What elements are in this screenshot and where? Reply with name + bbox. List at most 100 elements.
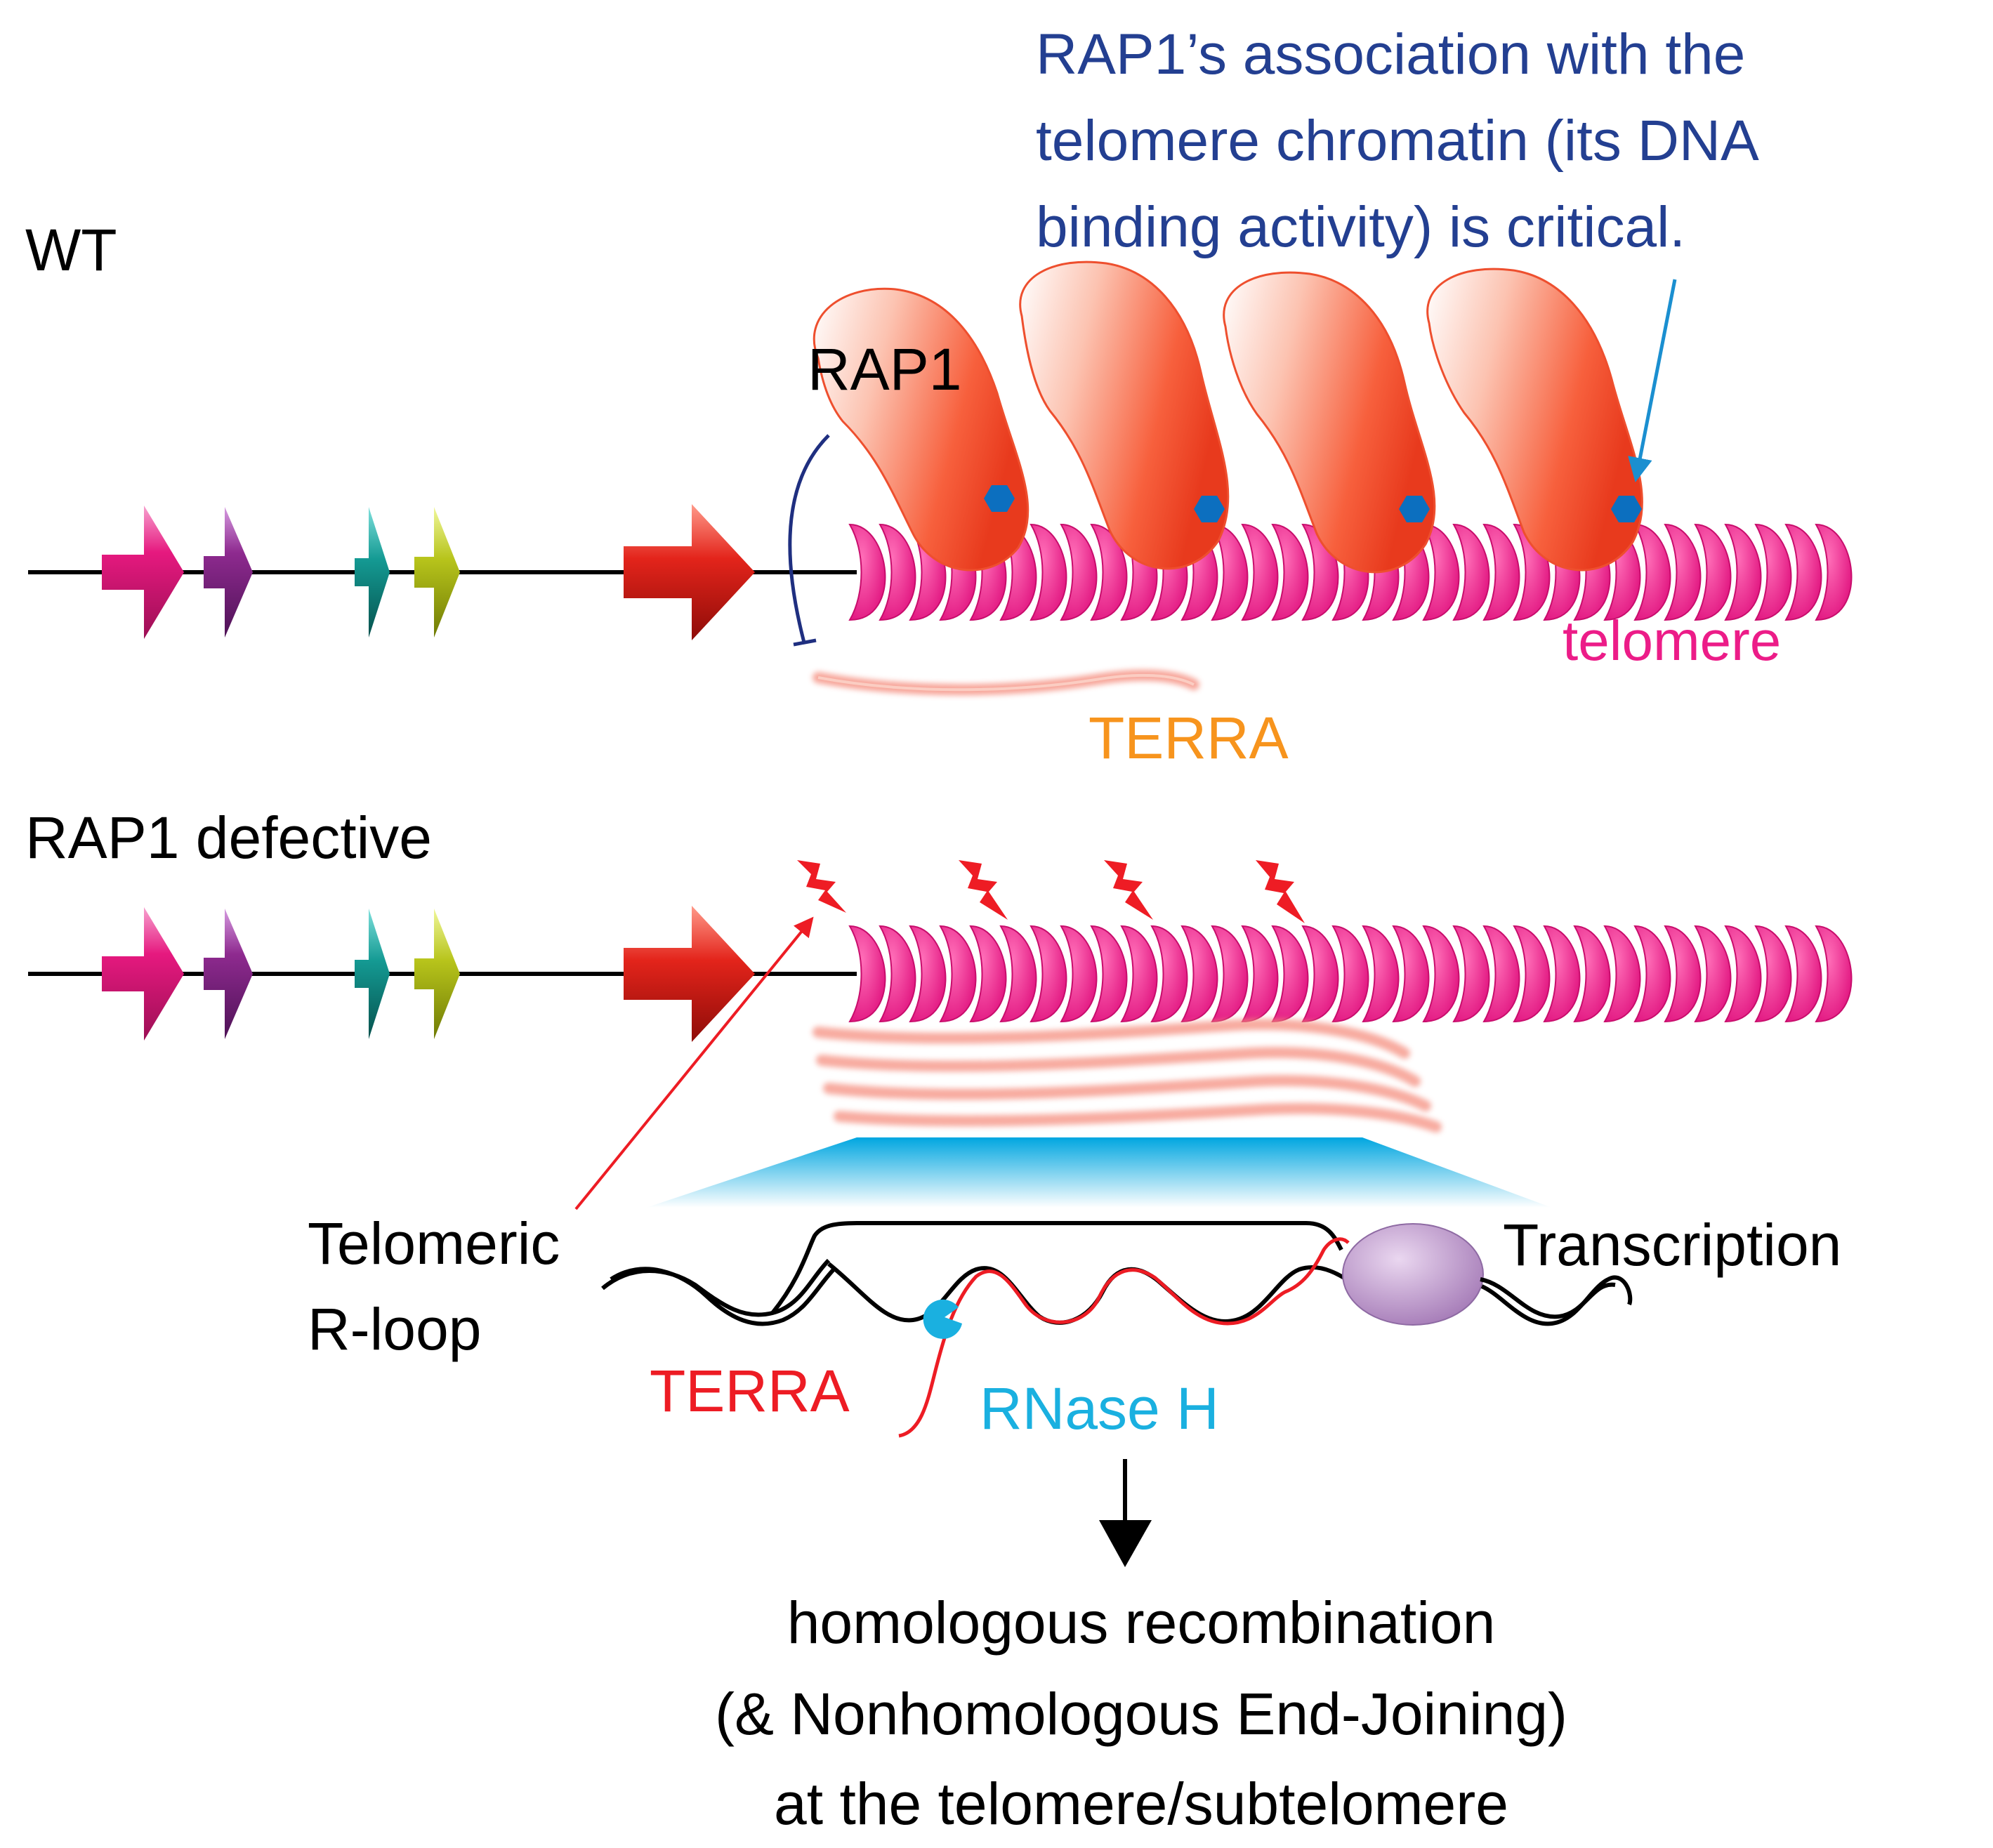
accumulated-terra-transcripts [813, 1019, 1442, 1133]
telomere-repeat-segment [1241, 523, 1279, 621]
telomere-repeat-segment [909, 925, 947, 1023]
defective-gene-arrow-red [624, 906, 755, 1042]
telomere-repeat-segment [1482, 925, 1520, 1023]
telomere-repeat-segment [1694, 925, 1732, 1023]
telomere-repeat-segment [1180, 925, 1218, 1023]
telomere-repeat-segment [1392, 925, 1430, 1023]
wt-panel: WT RAP1 telomere TERRA RAP1’s associatio… [25, 22, 1853, 771]
outcome-line-1: homologous recombination [787, 1590, 1496, 1656]
telomere-repeat-segment [848, 925, 886, 1023]
wt-gene-arrow-magenta [102, 506, 184, 639]
damage-bolt-3 [1104, 860, 1153, 920]
telomere-repeat-segment [1784, 523, 1822, 621]
telomere-repeat-segment [1784, 925, 1822, 1023]
telomere-repeat-segment [1633, 523, 1671, 621]
annotation-pointer-arrow [1628, 279, 1677, 482]
defective-telomere-repeats [848, 925, 1853, 1023]
telomere-repeat-segment [848, 523, 886, 621]
outcome-line-2: (& Nonhomologous End-Joining) [715, 1681, 1567, 1747]
telomere-repeat-segment [969, 925, 1007, 1023]
telomere-repeat-segment [1664, 523, 1702, 621]
rap1-label: RAP1 [808, 336, 961, 402]
wt-label: WT [25, 217, 117, 283]
telomere-repeat-segment [1603, 925, 1641, 1023]
telomere-repeat-segment [1452, 925, 1490, 1023]
rap1-protein-4 [1426, 268, 1643, 572]
annotation-line-3: binding activity) is critical. [1036, 195, 1685, 259]
telomere-repeat-segment [1482, 523, 1520, 621]
telomere-repeat-segment [939, 925, 977, 1023]
dna-binding-domain-3 [1399, 496, 1430, 522]
wt-gene-arrow-lime [414, 507, 460, 638]
wt-gene-arrow-red [624, 504, 755, 640]
repression-bar [793, 638, 817, 647]
wt-gene-arrow-purple [204, 507, 253, 638]
transcription-label: Transcription [1503, 1212, 1841, 1278]
zoom-in-trapezoid [646, 1137, 1552, 1208]
telomere-repeat-segment [1211, 523, 1249, 621]
outcome-arrow-head [1099, 1520, 1152, 1567]
rnase-h-enzyme [923, 1299, 962, 1339]
rna-polymerase [1342, 1223, 1484, 1326]
telomere-repeat-segment [1543, 925, 1581, 1023]
wt-gene-arrow-teal [355, 507, 390, 638]
telomere-repeat-segment [1422, 925, 1460, 1023]
dna-binding-domain-2 [1194, 496, 1225, 522]
telomere-repeat-segment [1452, 523, 1490, 621]
terra-label-bottom: TERRA [650, 1358, 850, 1424]
rap1-protein-3 [1223, 271, 1436, 574]
terra-label-top: TERRA [1088, 705, 1289, 771]
outcome-line-3: at the telomere/subtelomere [774, 1771, 1508, 1837]
telomere-repeat-segment [1060, 523, 1098, 621]
telomere-repeat-segment [1120, 925, 1158, 1023]
dna-binding-domain-1 [984, 485, 1015, 512]
r-loop-label: R-loop [308, 1296, 481, 1362]
telomere-repeat-segment [1030, 523, 1067, 621]
telomere-repeat-segment [1754, 925, 1792, 1023]
telomeric-label: Telomeric [308, 1210, 560, 1276]
annotation-line-1: RAP1’s association with the [1036, 22, 1745, 86]
damage-bolt-1 [797, 860, 846, 913]
telomere-repeat-segment [1060, 925, 1098, 1023]
telomere-repeat-segment [999, 523, 1037, 621]
telomere-repeat-segment [879, 523, 916, 621]
telomere-repeat-segment [1150, 925, 1188, 1023]
telomere-repeat-segment [999, 925, 1037, 1023]
rloop-pointer-arrow [574, 916, 814, 1210]
telomere-repeat-segment [1724, 925, 1762, 1023]
telomere-repeat-segment [1301, 925, 1339, 1023]
telomere-repeat-segment [879, 925, 916, 1023]
telomere-repeat-segment [1815, 523, 1853, 621]
telomere-repeat-segment [1573, 925, 1611, 1023]
rap1-protein-2 [1019, 260, 1230, 570]
rap1-defective-label: RAP1 defective [25, 805, 432, 871]
defective-gene-arrow-teal [355, 909, 390, 1039]
defective-gene-arrow-lime [414, 909, 460, 1039]
telomere-repeat-segment [1724, 523, 1762, 621]
damage-bolt-4 [1256, 860, 1305, 923]
rap1-defective-panel: RAP1 defective [25, 805, 1853, 1837]
telomere-repeat-segment [1513, 925, 1551, 1023]
telomere-label: telomere [1563, 609, 1781, 672]
telomere-repeat-segment [1422, 523, 1460, 621]
annotation-line-2: telomere chromatin (its DNA [1036, 109, 1759, 173]
telomere-repeat-segment [1331, 925, 1369, 1023]
r-loop-detail [601, 1221, 1633, 1438]
telomere-repeat-segment [1754, 523, 1792, 621]
telomere-repeat-segment [1633, 925, 1671, 1023]
telomere-repeat-segment [1694, 523, 1732, 621]
telomere-repeat-segment [1090, 925, 1128, 1023]
rap1-protein-1 [813, 287, 1030, 572]
telomere-repeat-segment [1362, 925, 1400, 1023]
telomere-repeat-segment [1271, 523, 1309, 621]
defective-gene-arrow-purple [204, 909, 253, 1039]
rap1-repression-bracket [788, 434, 830, 643]
telomere-repeat-segment [1815, 925, 1853, 1023]
rnase-h-label: RNase H [980, 1375, 1219, 1441]
defective-gene-arrow-magenta [102, 907, 184, 1041]
dna-binding-domain-4 [1611, 496, 1642, 522]
telomere-repeat-segment [1030, 925, 1067, 1023]
damage-bolt-2 [959, 860, 1008, 920]
telomere-repeat-segment [1664, 925, 1702, 1023]
